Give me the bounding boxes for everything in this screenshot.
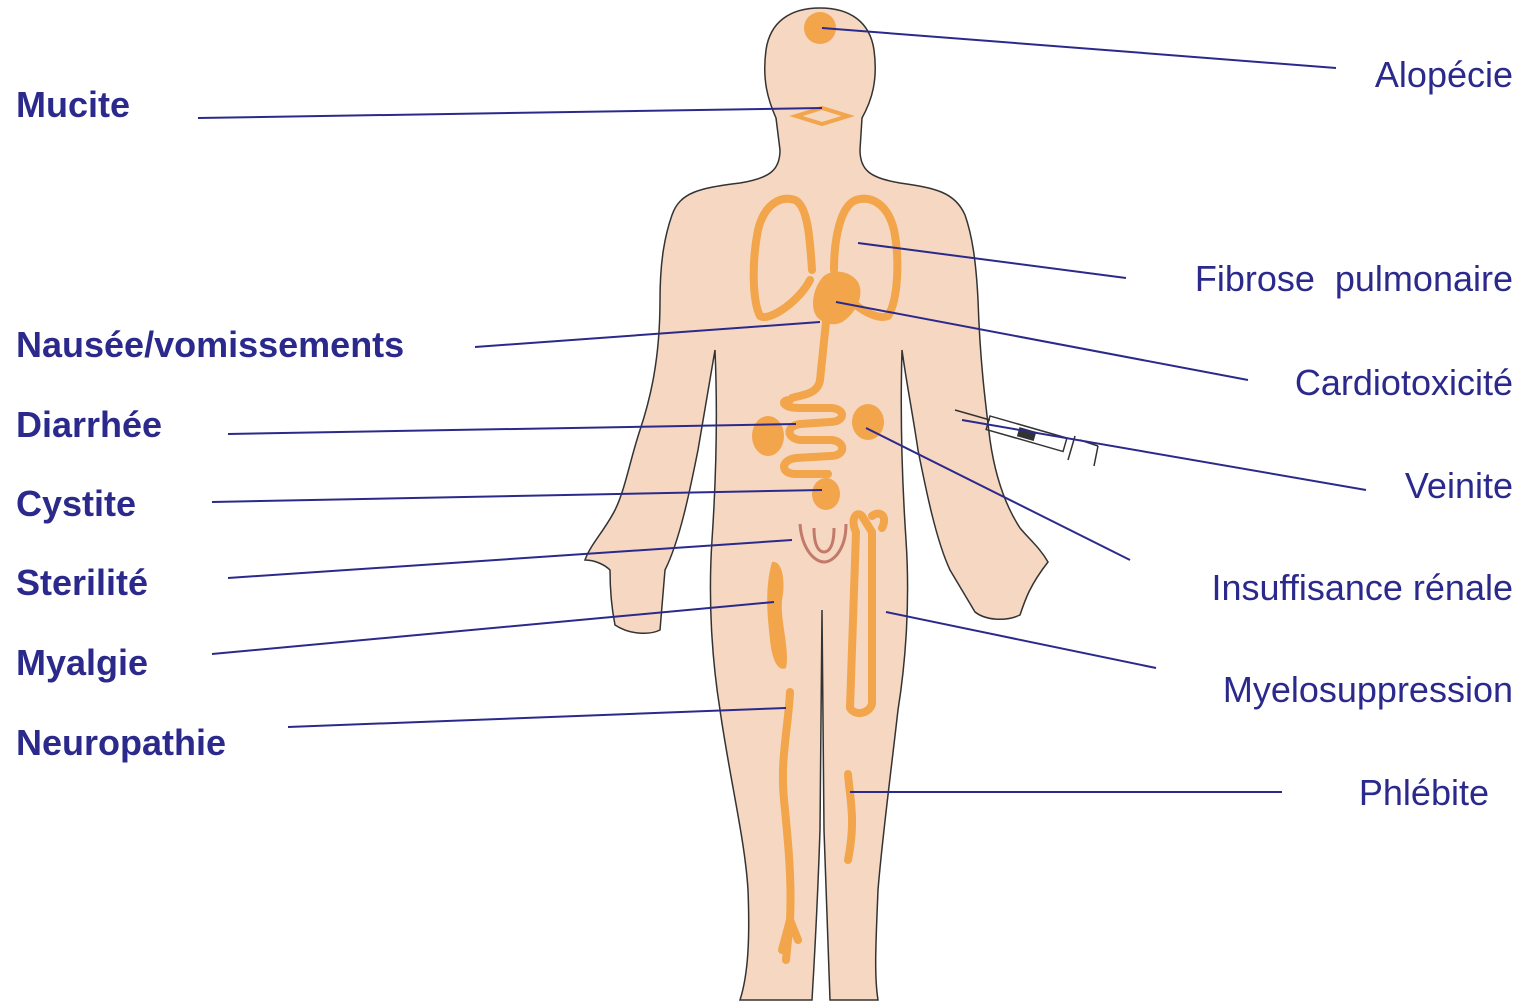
leader-diarrhee <box>228 424 796 434</box>
label-cystite: Cystite <box>16 483 136 525</box>
label-neuropathie: Neuropathie <box>16 722 226 764</box>
leader-neuropathie <box>288 708 786 727</box>
leader-myelosuppression <box>886 612 1156 668</box>
leader-veinite <box>962 420 1366 490</box>
label-nausee-vomissements: Nausée/vomissements <box>16 324 404 366</box>
leader-mucite <box>198 108 822 118</box>
label-alopecie: Alopécie <box>1375 54 1513 96</box>
label-sterilite: Sterilité <box>16 562 148 604</box>
leader-sterilite <box>228 540 792 578</box>
vein <box>848 774 852 860</box>
left-kidney <box>752 416 784 456</box>
label-myalgie: Myalgie <box>16 642 148 684</box>
leader-myalgie <box>212 602 774 654</box>
leader-alopecie <box>822 28 1336 68</box>
label-fibrose-pulmonaire: Fibrose pulmonaire <box>1195 258 1513 300</box>
bladder <box>812 478 840 510</box>
label-mucite: Mucite <box>16 84 130 126</box>
label-veinite: Veinite <box>1405 465 1513 507</box>
label-phlebite: Phlébite <box>1359 772 1489 814</box>
label-diarrhee: Diarrhée <box>16 404 162 446</box>
label-myelosuppression: Myelosuppression <box>1223 669 1513 711</box>
label-cardiotoxicite: Cardiotoxicité <box>1295 362 1513 404</box>
label-insuffisance-renale: Insuffisance rénale <box>1211 567 1513 609</box>
